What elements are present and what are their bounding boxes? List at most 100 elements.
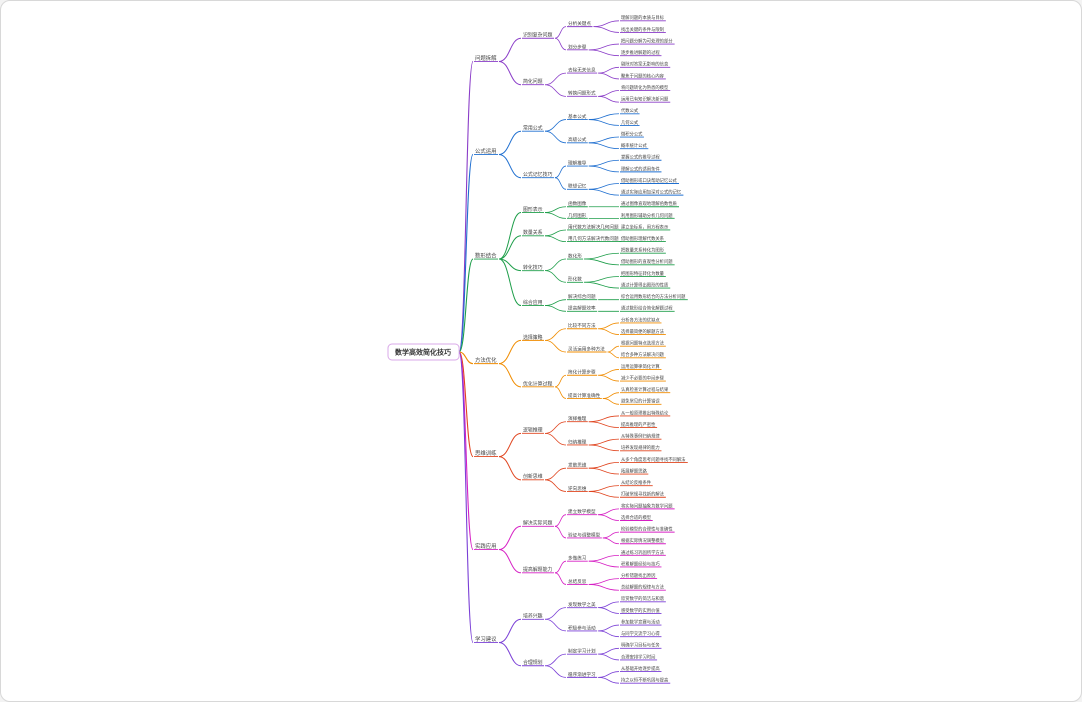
branch-2-2-2-2[interactable]: 通过实际应用加深对公式的记忆 bbox=[621, 189, 682, 196]
branch-2-2-1-1[interactable]: 掌握公式的推导过程 bbox=[621, 154, 660, 161]
branch-2-2[interactable]: 公式记忆技巧 bbox=[523, 171, 552, 178]
branch-3-2-1[interactable]: 用代数方法解决几何问题 bbox=[568, 223, 619, 230]
branch-5-1-1-1[interactable]: 从一般原理推出特殊结论 bbox=[621, 409, 669, 416]
branch-3-4-2[interactable]: 提高解题效率 bbox=[568, 305, 596, 312]
branch-6-1[interactable]: 解决实际问题 bbox=[523, 520, 552, 527]
branch-3-3-1-1[interactable]: 把数量关系转化为图形 bbox=[621, 247, 665, 254]
branch-3-3-2-2[interactable]: 通过计算得出图形的性质 bbox=[621, 281, 669, 288]
branch-7-2-2[interactable]: 循序渐进学习 bbox=[568, 671, 596, 678]
branch-3-3-1[interactable]: 数化形 bbox=[568, 252, 582, 259]
branch-7-2-1-2[interactable]: 合理安排学习时间 bbox=[621, 653, 655, 660]
branch-4-1-2-1[interactable]: 根据问题特点选择方法 bbox=[621, 340, 665, 347]
branch-2-1[interactable]: 常用公式 bbox=[523, 125, 543, 132]
branch-7-2-2-2[interactable]: 持之以恒不断巩固与提高 bbox=[621, 677, 669, 684]
branch-1-1-2-2[interactable]: 逐步推进解题的过程 bbox=[621, 49, 660, 56]
branch-7-2-1-1[interactable]: 明确学习目标与任务 bbox=[621, 642, 660, 649]
branch-2-2-2[interactable]: 联想记忆 bbox=[568, 183, 587, 190]
branch-5-2-2-2[interactable]: 打破常规寻找新的解法 bbox=[621, 491, 665, 498]
branch-1-2[interactable]: 简化问题 bbox=[523, 78, 543, 85]
branch-5-2-2-1[interactable]: 从结论反推条件 bbox=[621, 479, 652, 486]
branch-2-2-2-1[interactable]: 借助图形或口诀帮助记忆公式 bbox=[621, 177, 678, 184]
branch-6-1-2-1[interactable]: 检验模型的合理性与准确性 bbox=[621, 526, 673, 533]
branch-3[interactable]: 数形结合 bbox=[475, 251, 497, 259]
branch-7-2[interactable]: 合理规划 bbox=[523, 659, 543, 666]
branch-2-1-2-2[interactable]: 概率统计公式 bbox=[621, 142, 647, 149]
branch-4-2-1[interactable]: 简化计算步骤 bbox=[568, 369, 596, 376]
branch-6-1-1-2[interactable]: 选择合适的模型 bbox=[621, 514, 652, 521]
branch-2-2-1-2[interactable]: 理解公式的适用条件 bbox=[621, 165, 660, 172]
branch-4-1[interactable]: 选择策略 bbox=[523, 334, 543, 341]
branch-4-1-1-2[interactable]: 选择最简便的解题方法 bbox=[621, 328, 665, 335]
branch-6-1-1[interactable]: 建立数学模型 bbox=[568, 508, 596, 515]
branch-4-1-2-2[interactable]: 结合多种方法解决问题 bbox=[621, 351, 665, 358]
branch-6-1-1-1[interactable]: 将实际问题抽象为数学问题 bbox=[621, 502, 673, 509]
branch-2-1-1-2[interactable]: 几何公式 bbox=[621, 119, 639, 126]
branch-5-1-1-2[interactable]: 提高推理的严密性 bbox=[621, 421, 656, 428]
branch-2-1-1[interactable]: 基本公式 bbox=[568, 113, 587, 120]
branch-3-3-1-2[interactable]: 借助图形的直观性分析问题 bbox=[621, 258, 673, 265]
branch-1-2-2-1[interactable]: 将问题转化为熟悉的模型 bbox=[621, 84, 669, 91]
branch-3-1-2-1[interactable]: 利用图形辅助分析几何问题 bbox=[621, 212, 673, 219]
branch-6-2-2[interactable]: 总结反思 bbox=[568, 578, 587, 585]
branch-5-2-1-1[interactable]: 从多个角度思考问题寻找不同解法 bbox=[621, 456, 686, 463]
branch-1-1-2-1[interactable]: 把问题分解为可处理的部分 bbox=[621, 37, 673, 44]
branch-5-2-2[interactable]: 逆向思维 bbox=[568, 485, 587, 492]
branch-7[interactable]: 学习建议 bbox=[475, 635, 497, 643]
branch-5-1-2-2[interactable]: 培养发现规律的能力 bbox=[621, 444, 660, 451]
branch-3-1-2[interactable]: 几何图形 bbox=[568, 212, 587, 219]
branch-4-2-1-2[interactable]: 减少不必要的中间步骤 bbox=[621, 374, 665, 381]
branch-1-1-1-1[interactable]: 理解问题的本质与目标 bbox=[621, 14, 665, 21]
branch-7-1-1[interactable]: 发现数学之美 bbox=[568, 601, 596, 608]
branch-3-2-2[interactable]: 用几何方法解决代数问题 bbox=[568, 235, 619, 242]
branch-1-2-1[interactable]: 去除无关信息 bbox=[568, 67, 596, 74]
branch-5-1-2[interactable]: 归纳推理 bbox=[568, 438, 587, 445]
branch-5-1-2-1[interactable]: 从特殊事例归纳规律 bbox=[621, 433, 660, 440]
branch-7-1-2-1[interactable]: 参加数学竞赛与活动 bbox=[621, 618, 660, 625]
branch-7-1-2[interactable]: 积极参与活动 bbox=[568, 624, 596, 631]
branch-1-2-2-2[interactable]: 运用已有知识解决新问题 bbox=[621, 96, 669, 103]
branch-6-2-1[interactable]: 多做练习 bbox=[568, 555, 587, 562]
branch-1-1-2[interactable]: 划分步骤 bbox=[568, 43, 587, 50]
branch-3-2-1-1[interactable]: 建立坐标系，用方程表示 bbox=[621, 223, 669, 230]
branch-3-3[interactable]: 转化技巧 bbox=[523, 264, 543, 271]
branch-7-2-1[interactable]: 制定学习计划 bbox=[568, 648, 596, 655]
branch-5-2[interactable]: 创新思维 bbox=[523, 473, 543, 480]
branch-1-2-1-2[interactable]: 聚焦于问题的核心内容 bbox=[621, 72, 665, 79]
branch-6-2-2-2[interactable]: 总结解题的规律与方法 bbox=[621, 584, 665, 591]
branch-3-4[interactable]: 综合应用 bbox=[523, 299, 543, 306]
root-node[interactable]: 数学高效简化技巧 bbox=[387, 343, 460, 361]
branch-2[interactable]: 公式运用 bbox=[475, 147, 497, 155]
branch-1-1-1-2[interactable]: 找出关键的条件与限制 bbox=[621, 26, 664, 33]
branch-4-1-1-1[interactable]: 分析各方法的优缺点 bbox=[621, 316, 660, 323]
branch-6-1-2-2[interactable]: 根据实际情况调整模型 bbox=[621, 537, 665, 544]
branch-6[interactable]: 实践应用 bbox=[475, 542, 497, 550]
branch-2-1-2[interactable]: 高级公式 bbox=[568, 136, 587, 143]
branch-3-3-2-1[interactable]: 把图形特征转化为数量 bbox=[621, 270, 665, 277]
branch-1-1-1[interactable]: 分析关键点 bbox=[568, 20, 591, 27]
branch-4-1-1[interactable]: 比较不同方法 bbox=[568, 322, 596, 329]
branch-4-2-2-1[interactable]: 认真检查计算过程与结果 bbox=[621, 386, 669, 393]
branch-5-1[interactable]: 逻辑推理 bbox=[523, 427, 543, 434]
branch-2-2-1[interactable]: 理解推导 bbox=[568, 159, 587, 166]
branch-3-1-1-1[interactable]: 通过图像直观地理解函数性质 bbox=[621, 200, 678, 207]
branch-3-2-2-1[interactable]: 借助图形理解代数关系 bbox=[621, 235, 665, 242]
branch-6-1-2[interactable]: 验证与调整模型 bbox=[568, 531, 601, 538]
branch-7-1-1-2[interactable]: 感受数学的实用价值 bbox=[621, 607, 660, 614]
branch-7-1-1-1[interactable]: 欣赏数学的简洁与和谐 bbox=[621, 595, 665, 602]
branch-4-1-2[interactable]: 灵活运用多种方法 bbox=[568, 345, 605, 352]
branch-4[interactable]: 方法优化 bbox=[475, 356, 497, 364]
branch-6-2-2-1[interactable]: 分析错题找出原因 bbox=[621, 572, 655, 579]
branch-6-2[interactable]: 提高解题能力 bbox=[523, 566, 552, 573]
branch-3-1-1[interactable]: 函数图像 bbox=[568, 200, 587, 207]
branch-5-1-1[interactable]: 演绎推理 bbox=[568, 415, 587, 422]
branch-1-1[interactable]: 识别复杂问题 bbox=[523, 32, 552, 39]
branch-6-2-1-1[interactable]: 通过练习巩固所学方法 bbox=[621, 549, 665, 556]
branch-3-4-1-1[interactable]: 综合运用数形结合的方法分析问题 bbox=[621, 293, 686, 300]
branch-7-2-2-1[interactable]: 从基础开始逐步提高 bbox=[621, 665, 660, 672]
branch-1-2-2[interactable]: 转换问题形式 bbox=[568, 90, 596, 97]
branch-2-1-1-1[interactable]: 代数公式 bbox=[621, 107, 639, 114]
branch-5-2-1-2[interactable]: 拓展解题思路 bbox=[621, 467, 647, 474]
branch-4-2-2[interactable]: 提高计算准确性 bbox=[568, 392, 601, 399]
branch-2-1-2-1[interactable]: 微积分公式 bbox=[621, 130, 643, 137]
